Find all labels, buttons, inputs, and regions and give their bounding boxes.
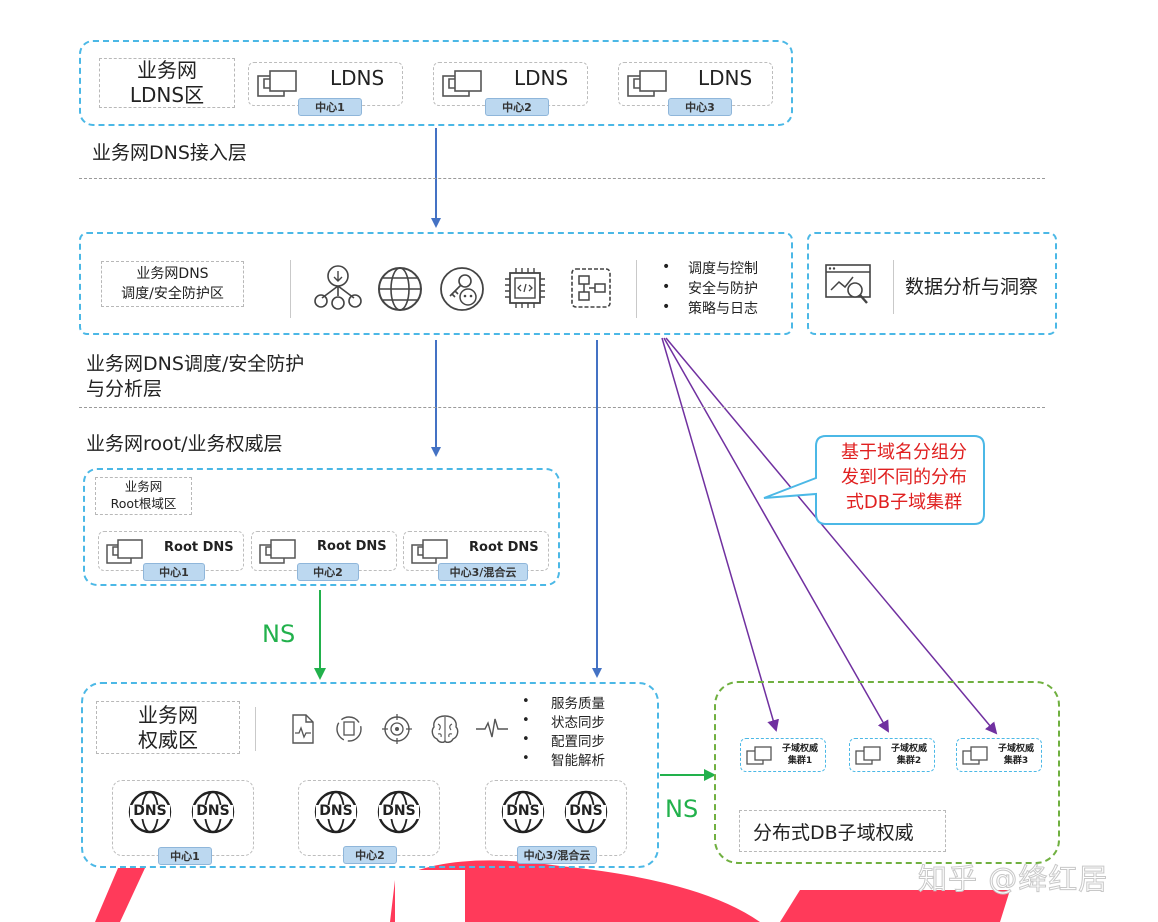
root-node-3-label: Root DNS (469, 540, 539, 555)
ldns-zone-title-box (99, 58, 235, 108)
server-icon (627, 70, 667, 97)
ldns-node-3-label: LDNS (698, 66, 753, 90)
analysis-box (807, 232, 1057, 335)
server-icon (257, 70, 297, 97)
server-icon (746, 746, 772, 765)
dns-text: DNS (569, 803, 603, 819)
root-node-1-label: Root DNS (164, 540, 234, 555)
sched-bullet-3: 策略与日志 (688, 301, 758, 317)
db-cluster-3-label: 子域权威 集群3 (997, 744, 1034, 766)
server-icon (259, 539, 296, 564)
sched-divider-right (636, 260, 637, 318)
sched-zone-title-box (101, 261, 244, 307)
auth-group-3-tag: 中心3/混合云 (517, 846, 597, 864)
root-zone-title: 业务网 Root根域区 (110, 479, 177, 511)
callout-bubble (763, 435, 985, 525)
key-shield-icon (440, 267, 484, 311)
callout-text: 基于域名分组分 发到不同的分布 式DB子域集群 (841, 442, 967, 513)
sched-divider-left (290, 260, 291, 318)
db-zone-label-box (739, 810, 946, 852)
ldns-zone-box (79, 40, 793, 126)
ldns-node-3-tag: 中心3 (668, 98, 732, 116)
server-icon (855, 746, 881, 765)
root-node-2-label: Root DNS (317, 539, 387, 554)
server-icon (411, 539, 448, 564)
db-cluster-1-label: 子域权威 集群1 (781, 744, 818, 766)
analysis-divider (893, 260, 894, 314)
layer-divider-2 (79, 407, 1045, 408)
auth-bullet-1: 服务质量 (551, 696, 605, 712)
arrow-purple-1 (661, 337, 779, 732)
ns-label-root: NS (262, 620, 296, 648)
db-cluster-1 (740, 738, 826, 772)
globe-icon (378, 267, 422, 311)
auth-divider (255, 707, 256, 751)
ldns-node-1-label: LDNS (330, 66, 385, 90)
db-cluster-2-label: 子域权威 集群2 (890, 744, 927, 766)
root-node-1-tag: 中心1 (143, 563, 205, 581)
db-zone-label: 分布式DB子域权威 (753, 822, 914, 844)
layer-divider-1 (79, 178, 1045, 179)
dns-globe-icon (377, 790, 421, 834)
auth-zone-title-box (96, 701, 240, 754)
auth-bullet-2: 状态同步 (551, 715, 605, 731)
sync-icon (336, 716, 362, 742)
target-icon (382, 714, 412, 744)
dns-globe-icon (501, 790, 545, 834)
auth-zone-box (81, 682, 659, 868)
dns-text: DNS (506, 803, 540, 819)
root-zone-box (83, 468, 560, 586)
sched-bullet-2: 安全与防护 (688, 281, 758, 297)
heartbeat-icon (476, 718, 508, 738)
analysis-label: 数据分析与洞察 (905, 276, 1039, 298)
arrow-purple-2 (663, 337, 889, 733)
chip-code-icon (505, 268, 545, 308)
server-icon (442, 70, 482, 97)
auth-group-1-tag: 中心1 (158, 847, 212, 865)
root-node-3-tag: 中心3/混合云 (438, 563, 528, 581)
ldns-node-1-tag: 中心1 (298, 98, 362, 116)
dns-text: DNS (196, 803, 230, 819)
access-layer-label: 业务网DNS接入层 (92, 142, 247, 164)
ldns-node-2-tag: 中心2 (485, 98, 549, 116)
dns-globe-icon (191, 790, 235, 834)
db-cluster-3 (956, 738, 1042, 772)
sched-bullet-1: 调度与控制 (688, 261, 758, 277)
sched-zone-box (79, 232, 793, 335)
db-cluster-2 (849, 738, 935, 772)
ldns-node-2-label: LDNS (514, 66, 569, 90)
dns-text: DNS (382, 803, 416, 819)
dns-globe-icon (314, 790, 358, 834)
db-zone-box (714, 681, 1060, 864)
data-analysis-icon (825, 264, 871, 304)
watermark-text: 知乎 @绛红居 (917, 862, 1109, 897)
auth-bullet-dots: •••• (522, 694, 530, 766)
auth-bullet-3: 配置同步 (551, 734, 605, 750)
dns-text: DNS (133, 803, 167, 819)
server-icon (962, 746, 988, 765)
auth-group-2-tag: 中心2 (343, 846, 397, 864)
server-icon (106, 539, 143, 564)
auth-zone-title: 业务网 权威区 (138, 703, 198, 752)
sched-bullet-dots: ••• (662, 259, 671, 315)
arrow-purple-3 (665, 337, 998, 735)
bottom-banner-decoration (95, 860, 1010, 922)
dns-text: DNS (319, 803, 353, 819)
root-layer-label: 业务网root/业务权威层 (86, 433, 283, 455)
distribution-icon (314, 265, 362, 310)
brain-icon (431, 715, 459, 744)
sched-layer-label: 业务网DNS调度/安全防护 与分析层 (86, 353, 305, 400)
dns-globe-icon (564, 790, 608, 834)
ns-label-db: NS (665, 795, 699, 823)
workflow-icon (571, 268, 611, 308)
root-node-2-tag: 中心2 (297, 563, 359, 581)
ldns-zone-title: 业务网 LDNS区 (129, 58, 205, 107)
document-pulse-icon (292, 714, 314, 744)
dns-globe-icon (128, 790, 172, 834)
auth-bullet-4: 智能解析 (551, 753, 605, 769)
sched-zone-title: 业务网DNS 调度/安全防护区 (121, 266, 224, 302)
root-zone-title-box (95, 477, 192, 515)
